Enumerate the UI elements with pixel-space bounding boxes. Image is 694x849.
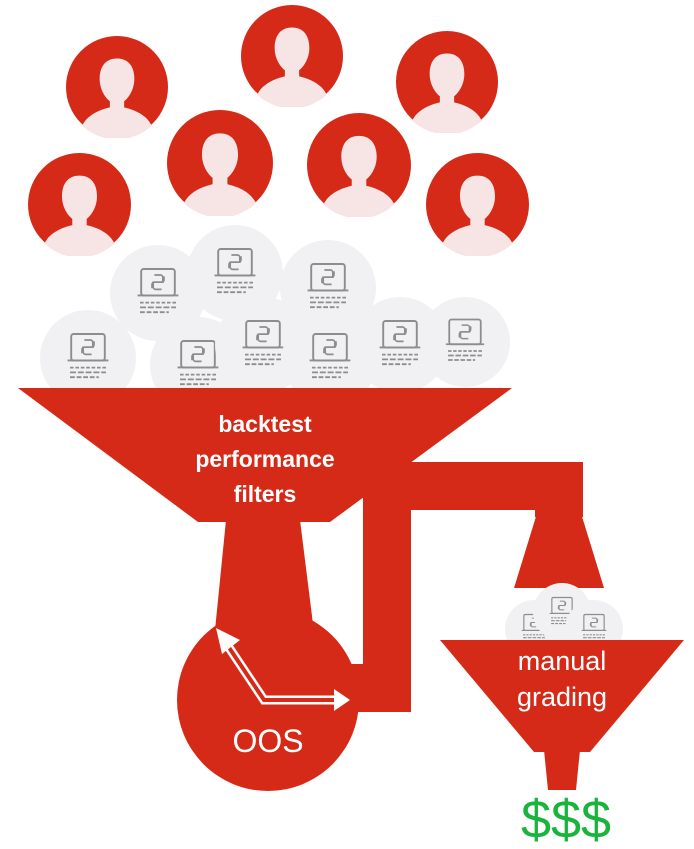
grading-label-line-1: manual [518,646,607,676]
python-script-icon [420,297,510,387]
arrow-up-left-icon [216,628,240,654]
person-icon [307,113,411,217]
funnel-label-line-1: backtest [218,411,312,437]
grading-funnel [440,640,684,790]
person-icon [241,5,343,107]
grading-label-line-2: grading [517,682,607,712]
person-icon [167,110,273,216]
person-icon [28,153,131,256]
person-icon [396,31,498,133]
oos-circle [177,609,359,791]
grading-intake-cone [514,510,604,588]
oos-label: OOS [232,723,303,759]
overflow-pipe [330,462,583,712]
funnel-label-line-3: filters [234,481,297,507]
funnel-label-line-2: performance [195,446,334,472]
backtest-funnel [18,388,512,640]
person-icon [66,36,168,138]
people-group [28,5,529,256]
person-icon [426,153,529,256]
strategy-documents-group [40,225,510,413]
arrow-right-icon [334,689,350,711]
result-money-label: $$$ [521,790,611,849]
